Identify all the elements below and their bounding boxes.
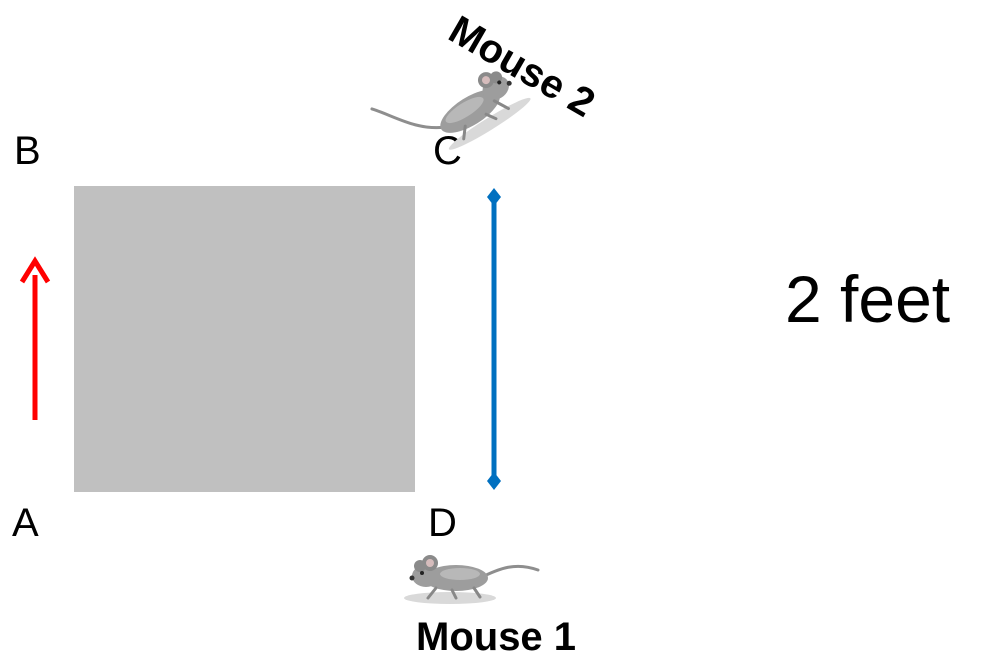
gray-square bbox=[74, 186, 415, 492]
corner-label-d: D bbox=[428, 501, 457, 545]
mouse-icon bbox=[404, 555, 540, 604]
measurement-line bbox=[487, 188, 501, 490]
arrow-head bbox=[19, 256, 51, 284]
measurement-cap-top bbox=[487, 188, 501, 206]
mouse-1-label: Mouse 1 bbox=[416, 615, 576, 656]
corner-label-a: A bbox=[12, 501, 39, 545]
measurement-cap-bottom bbox=[487, 472, 501, 490]
corner-label-b: B bbox=[14, 129, 41, 173]
measurement-label: 2 feet bbox=[785, 262, 950, 336]
mouse-icon bbox=[370, 71, 531, 150]
corner-label-c: C bbox=[433, 129, 462, 173]
direction-arrow bbox=[19, 256, 51, 420]
